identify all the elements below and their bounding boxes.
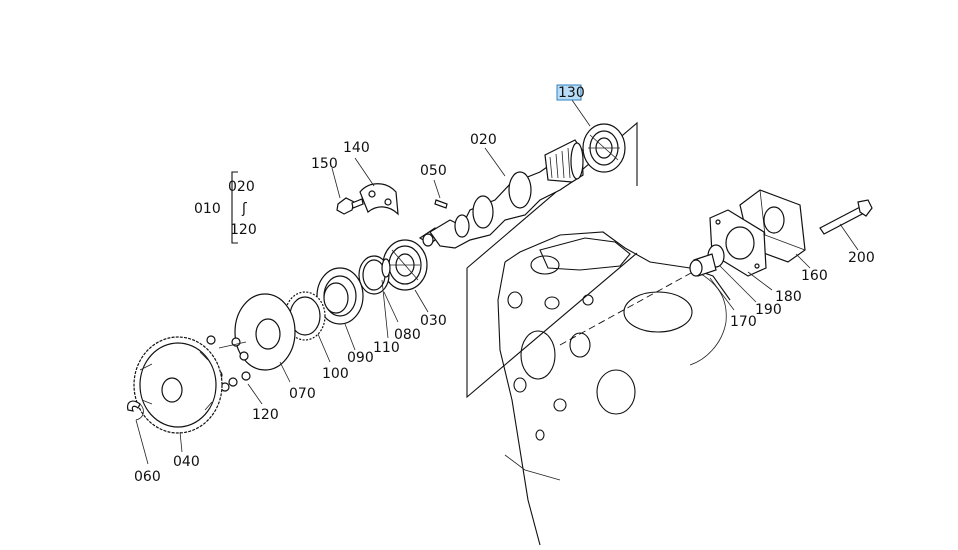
label-150[interactable]: 150 (311, 156, 338, 172)
label-170[interactable]: 170 (730, 314, 757, 330)
ring-110-part[interactable] (381, 258, 391, 278)
label-110[interactable]: 110 (373, 340, 400, 356)
collar-090-part[interactable] (316, 267, 364, 325)
label-160[interactable]: 160 (801, 268, 828, 284)
label-090[interactable]: 090 (347, 350, 374, 366)
label-180[interactable]: 180 (775, 289, 802, 305)
label-140[interactable]: 140 (343, 140, 370, 156)
bearing-130-part[interactable] (582, 123, 626, 173)
label-200[interactable]: 200 (848, 250, 875, 266)
assembly-bracket: 010 020 ʃ 120 (194, 171, 257, 244)
label-100[interactable]: 100 (322, 366, 349, 382)
label-060[interactable]: 060 (134, 469, 161, 485)
assembly-range-tilde: ʃ (241, 201, 247, 217)
leader-lines (135, 99, 859, 465)
retainer-plate-140-part[interactable] (359, 183, 399, 216)
assembly-bottom-label[interactable]: 120 (230, 222, 257, 238)
label-030[interactable]: 030 (420, 313, 447, 329)
label-120[interactable]: 120 (252, 407, 279, 423)
circlip-060-part[interactable] (127, 400, 144, 421)
part-labels: 130 020 140 150 050 030 080 110 090 100 … (134, 85, 875, 485)
key-050-part[interactable] (434, 199, 448, 209)
housing-block (466, 121, 731, 546)
label-080[interactable]: 080 (394, 327, 421, 343)
flange-plate-070-part[interactable] (234, 293, 296, 371)
gear-040-part[interactable] (133, 336, 223, 434)
label-190[interactable]: 190 (755, 302, 782, 318)
label-040[interactable]: 040 (173, 454, 200, 470)
label-050[interactable]: 050 (420, 163, 447, 179)
assembly-parent-label[interactable]: 010 (194, 201, 221, 217)
label-130[interactable]: 130 (558, 85, 585, 101)
label-020[interactable]: 020 (470, 132, 497, 148)
assembly-top-label[interactable]: 020 (228, 179, 255, 195)
snap-ring-080-part[interactable] (358, 255, 390, 295)
bolt-150-part[interactable] (336, 197, 364, 215)
camshaft-part[interactable] (418, 139, 584, 249)
bushing-170-part[interactable] (689, 253, 717, 277)
highlight-box-130 (556, 84, 582, 101)
label-070[interactable]: 070 (289, 386, 316, 402)
bolt-200-part[interactable] (819, 199, 873, 235)
